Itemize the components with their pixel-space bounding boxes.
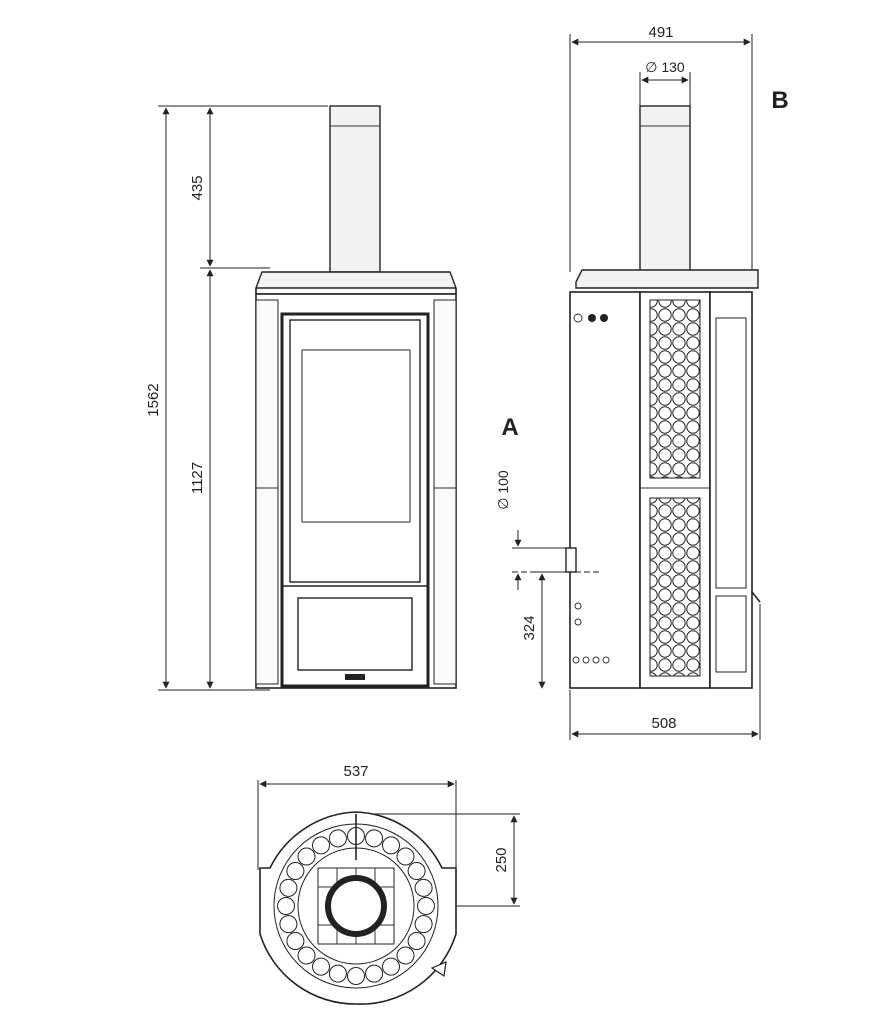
stove-top-cap [254,271,458,289]
rear-port-2 [588,314,596,322]
top-tile-circle [328,829,347,848]
top-tile-circle [396,847,415,866]
top-tile-circle [347,967,365,985]
width-label: 537 [343,763,368,780]
stove-top-cap-edge [255,288,457,295]
side-view: 491 ∅ 130 B A [495,24,789,740]
door-frame [280,312,430,688]
flue-offset-label: 250 [493,847,510,872]
side-flue-pipe [639,105,691,273]
top-tile-circle [414,878,433,897]
top-tile-circle [382,836,400,855]
air-inlet-diameter-label: ∅ 100 [495,470,511,510]
top-view: 537 250 [257,763,520,1005]
top-tile-circle [312,957,330,976]
top-tile-circles [277,827,435,985]
top-handle [430,961,447,978]
air-inlet [565,547,577,573]
top-tile-circle [279,915,298,934]
top-tile-circle [328,964,347,983]
ash-drawer [297,597,413,671]
rear-port-1 [573,313,583,323]
rear-vent-6 [602,656,610,664]
top-tile-circle [365,964,384,983]
top-tile-circle [414,915,433,934]
flue-diameter-label: ∅ 130 [645,59,685,75]
side-body-rear [569,291,641,689]
body-height-label: 1127 [189,462,206,494]
flue-height-label: 435 [189,175,206,200]
brand-plate [345,674,365,680]
right-tile-column [433,299,457,685]
door-glass [289,319,421,583]
rear-vent-4 [582,656,590,664]
flue-pipe [329,105,381,273]
left-tile-column [255,299,279,685]
side-top-cap [575,269,759,289]
rear-vent-2 [574,618,582,626]
top-tile-circle [382,957,400,976]
top-tile-circle [286,932,305,950]
side-tile-upper [649,299,701,479]
rear-vent-5 [592,656,600,664]
view-label-a: A [501,414,518,441]
rear-vent-1 [574,602,582,610]
top-tile-circle [396,946,415,965]
top-tile-circle [297,847,316,866]
front-view: 1562 435 1127 [145,105,458,691]
rear-port-3 [600,314,608,322]
side-handle [751,591,761,603]
top-tile-circle [297,946,316,965]
top-tile-circle [407,932,426,950]
view-label-b: B [771,87,788,114]
side-drawer-edge [715,595,747,673]
stove-body [255,293,457,689]
top-tile-circle [407,862,426,880]
top-tile-circle [312,836,330,855]
top-flue-collar [325,875,387,937]
side-door-edge [715,317,747,589]
top-tile-circle [286,862,305,880]
depth-bottom-label: 508 [651,715,676,732]
side-front-door [709,291,753,689]
total-height-label: 1562 [145,383,162,416]
side-tile-lower [649,497,701,677]
top-tile-circle [417,897,435,915]
door-glass-inner [301,349,411,523]
depth-top-label: 491 [648,24,673,41]
inlet-height-label: 324 [521,615,538,640]
top-tile-circle [277,897,295,915]
top-tile-circle [279,878,298,897]
rear-vent-3 [572,656,580,664]
top-tile-circle [365,829,384,848]
